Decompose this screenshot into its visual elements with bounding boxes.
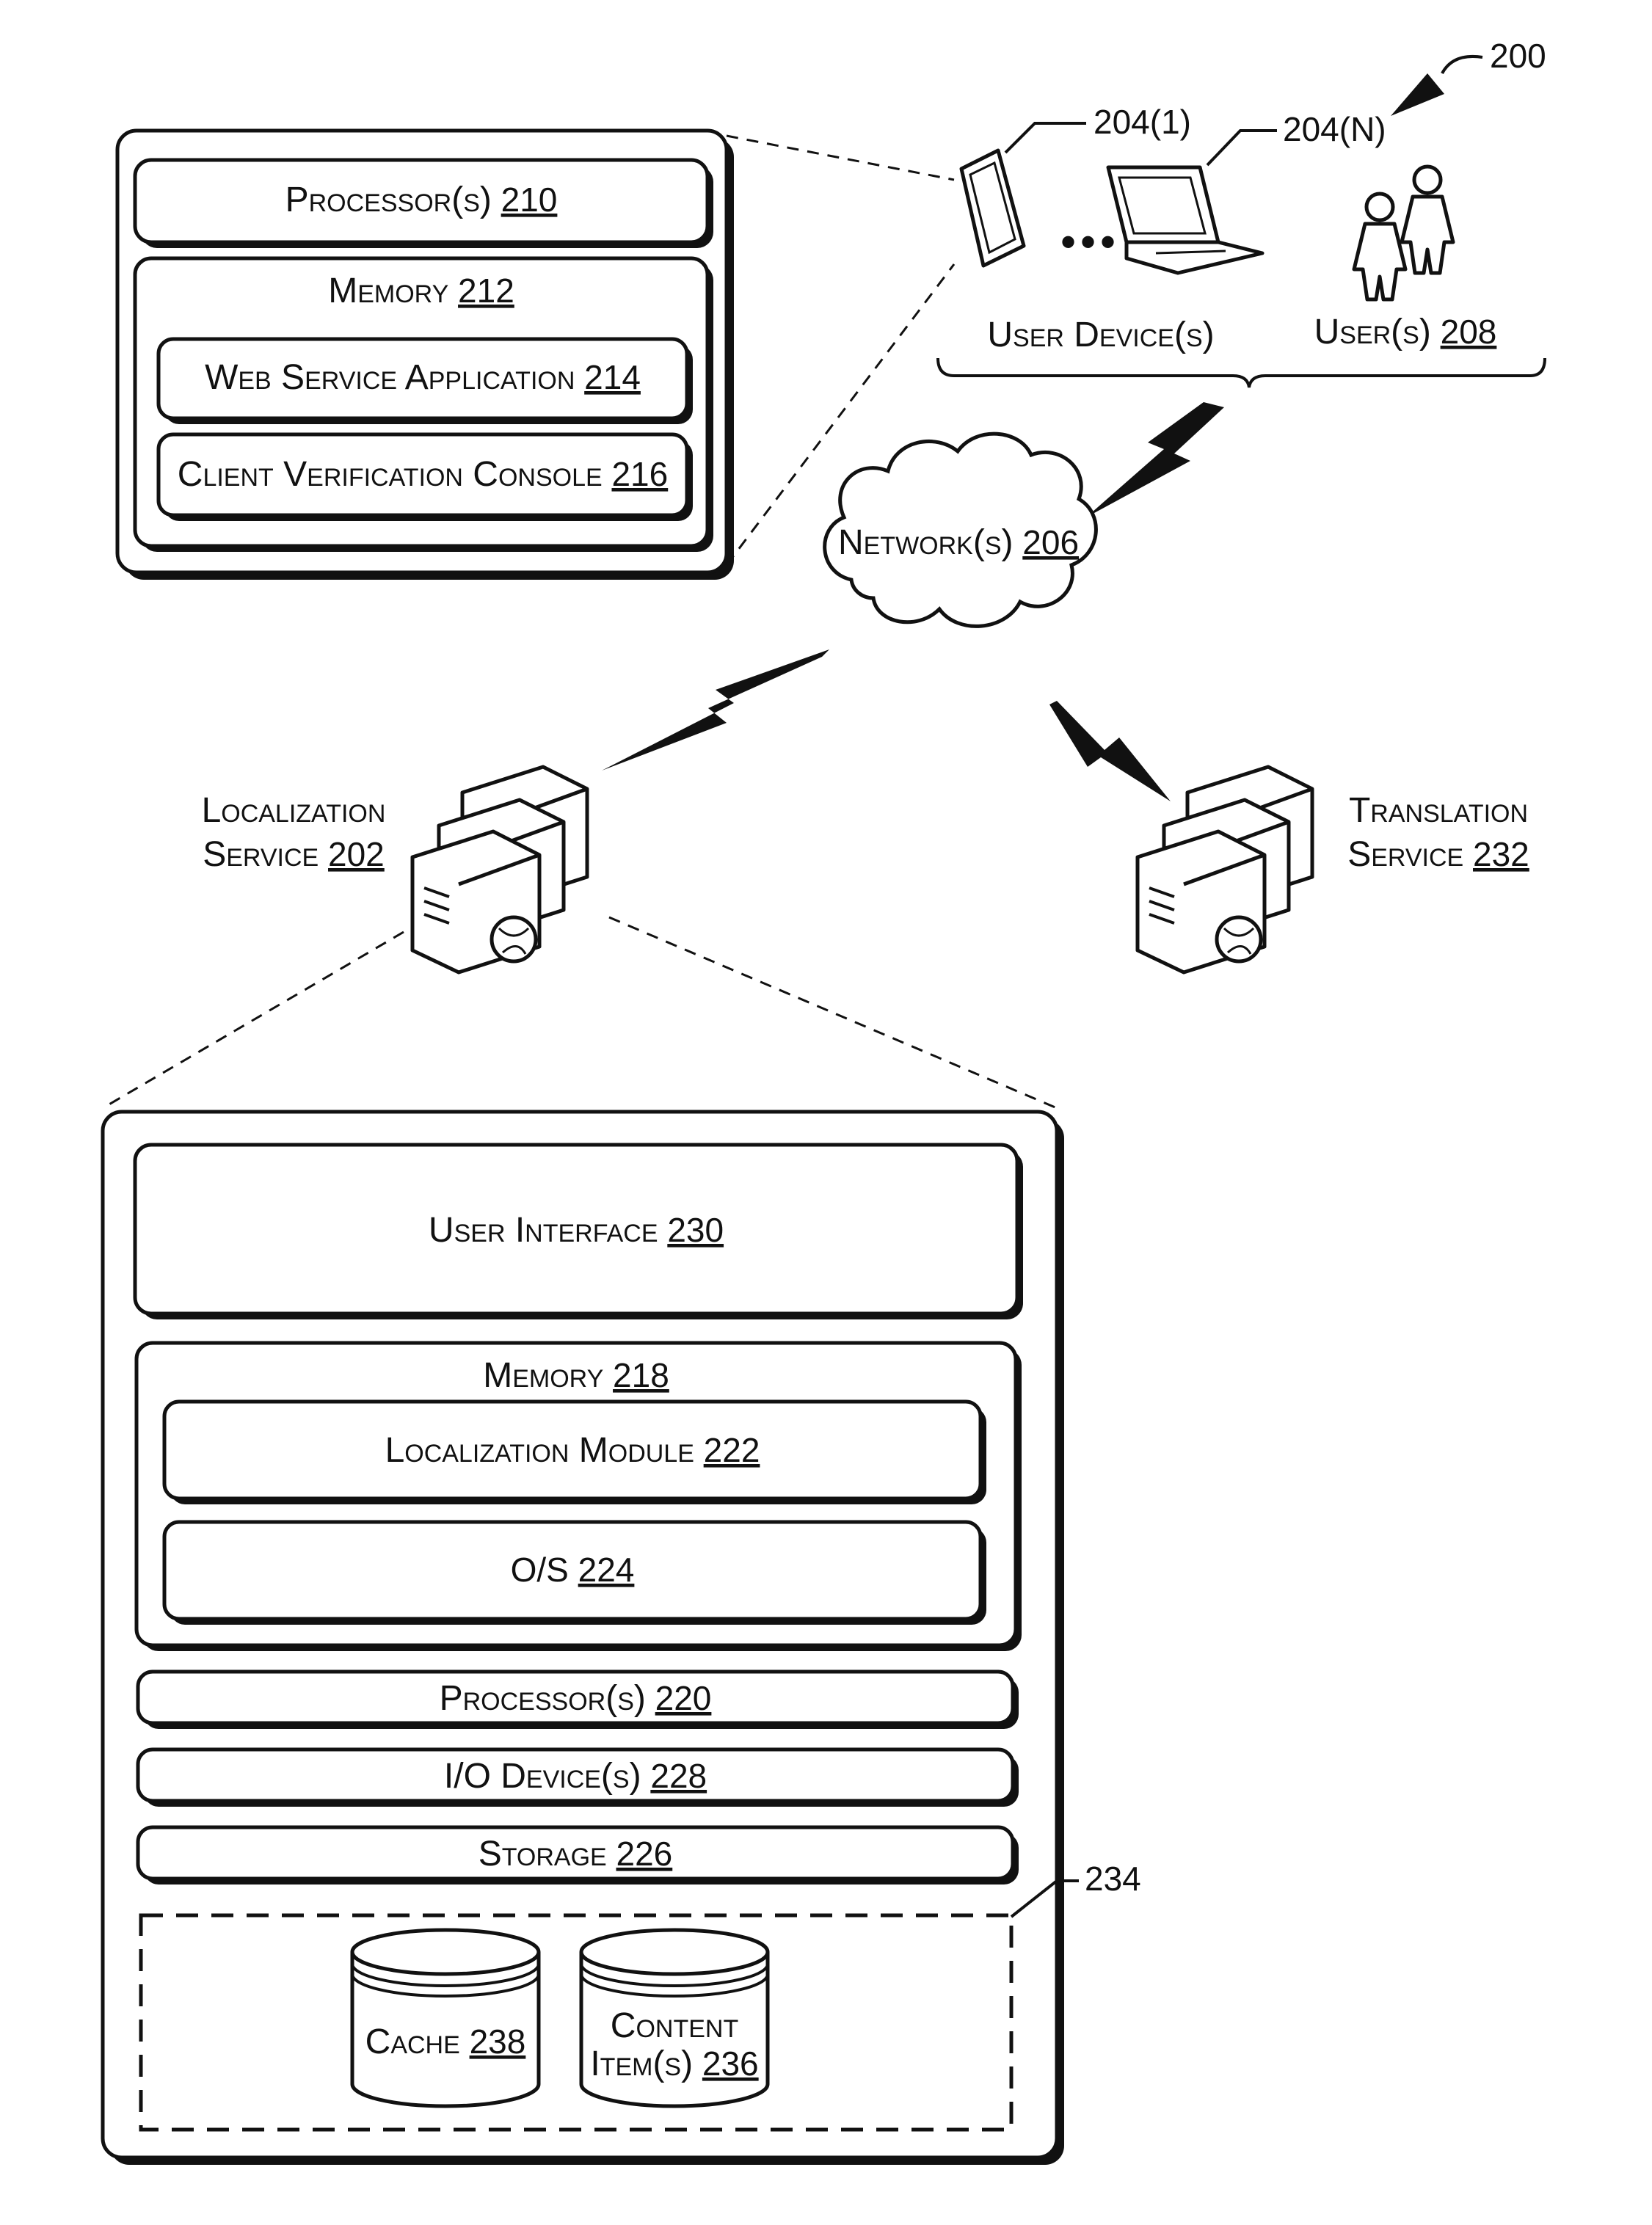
projection-line (103, 932, 404, 1108)
processor-label: Processor(s) 210 (285, 181, 558, 219)
client-verification-console-label: Client Verification Console 216 (178, 455, 668, 494)
content-items-label: Item(s) 236 (590, 2044, 758, 2083)
projection-line (727, 136, 954, 180)
data-store-ref: 234 (1085, 1860, 1141, 1898)
device-n-ref: 204(N) (1283, 110, 1386, 148)
users-label: User(s) 208 (1314, 313, 1497, 352)
grouping-brace (938, 358, 1545, 387)
io-devices-label: I/O Device(s) 228 (444, 1757, 707, 1796)
more-devices-ellipsis: ••• (1060, 217, 1120, 266)
user-devices-label: User Device(s) (987, 316, 1214, 354)
user-interface-label: User Interface 230 (429, 1211, 724, 1250)
wireless-link-icon (1049, 701, 1171, 801)
network-cloud: Network(s) 206 (825, 434, 1096, 626)
device-first-ref: 204(1) (1094, 103, 1191, 141)
storage-label: Storage 226 (479, 1835, 673, 1873)
memory-label: Memory 212 (328, 272, 514, 310)
cache-database-icon (352, 1930, 539, 2106)
content-items-title: Content (611, 2006, 738, 2045)
os-label: O/S 224 (511, 1551, 635, 1589)
globe-icon (1217, 917, 1261, 961)
localization-servers-icon (412, 767, 587, 972)
memory-label: Memory 218 (483, 1356, 669, 1395)
network-label: Network(s) 206 (838, 523, 1079, 562)
web-service-stack: Processor(s) 210 Memory 212 Web Service … (117, 131, 734, 580)
figure-number: 200 (1490, 37, 1546, 75)
tablet-icon (961, 150, 1024, 266)
wireless-link-icon (1086, 402, 1224, 517)
globe-icon (492, 917, 536, 961)
translation-servers-icon (1138, 767, 1312, 972)
localization-service-label: Service 202 (203, 835, 385, 874)
localization-module-label: Localization Module 222 (385, 1431, 760, 1470)
wireless-link-icon (602, 649, 829, 771)
users-icon (1354, 167, 1453, 299)
cache-label: Cache 238 (365, 2022, 526, 2061)
web-service-application-label: Web Service Application 214 (205, 358, 641, 397)
translation-service-label: Service 232 (1347, 835, 1529, 874)
translation-service-title: Translation (1349, 791, 1528, 830)
localization-service-title: Localization (202, 791, 386, 830)
projection-line (609, 917, 1057, 1108)
arrow-icon (1391, 73, 1444, 116)
laptop-icon (1108, 167, 1262, 273)
user-devices-group: 204(1) ••• 204(N) User Device(s) User(s)… (938, 103, 1545, 387)
figure-number-callout: 200 (1391, 37, 1546, 116)
processor-label: Processor(s) 220 (440, 1679, 712, 1718)
server-detail-stack: User Interface 230 Memory 218 Localizati… (103, 1112, 1141, 2165)
